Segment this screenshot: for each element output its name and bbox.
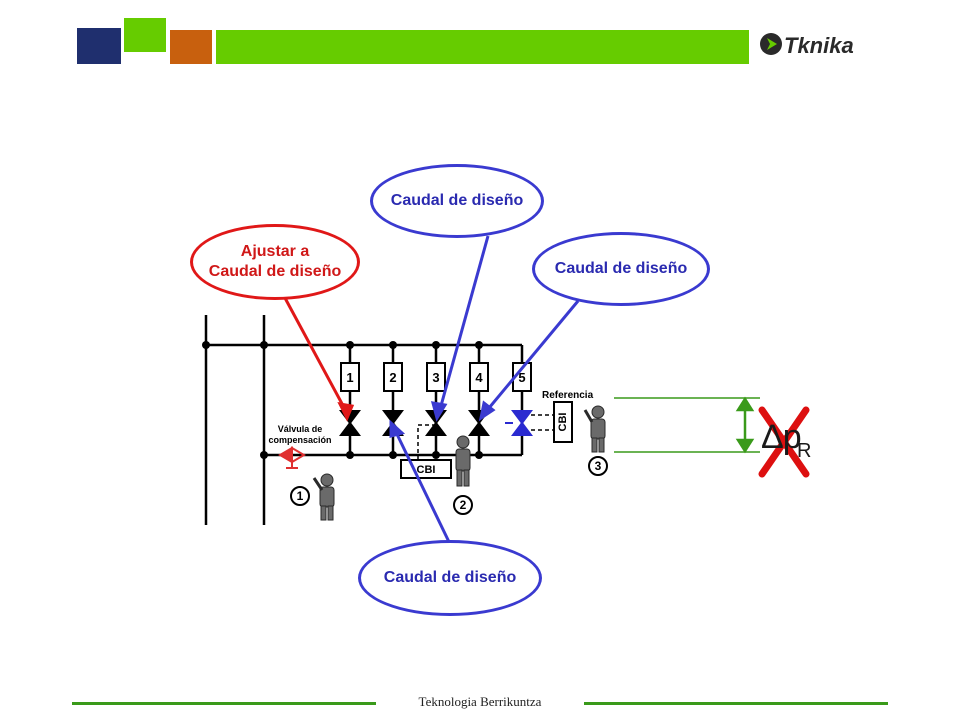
footer-divider-right — [584, 702, 888, 705]
compensation-valve — [278, 446, 306, 469]
header-square-navy — [77, 28, 121, 64]
cbi-box-bottom — [400, 459, 452, 479]
tknika-logo: Tknika — [760, 33, 854, 58]
cross-out-mark — [758, 406, 810, 478]
reference-label: Referencia — [542, 390, 594, 401]
valve-number-3: 3 — [432, 370, 439, 385]
callout-design-flow-right: Caudal de diseño — [532, 232, 710, 306]
valve-number-1: 1 — [346, 370, 353, 385]
callout-bottom-text: Caudal de diseño — [383, 569, 517, 586]
footer-divider-left — [72, 702, 376, 705]
valve-number-2: 2 — [389, 370, 396, 385]
callout-pointer-red — [283, 297, 349, 414]
header-square-green — [124, 18, 166, 52]
pressure-subscript: R — [797, 440, 812, 462]
callout-pointer-right — [482, 300, 580, 415]
callout-adjust: Ajustar a Caudal de diseño — [190, 224, 360, 300]
balancing-valve-5 — [505, 410, 533, 436]
callout-pointer-bottom — [392, 427, 452, 545]
valve-number-4: 4 — [475, 370, 483, 385]
valve-number-5: 5 — [518, 370, 525, 385]
callout-design-flow-bottom: Caudal de diseño — [358, 540, 542, 616]
callout-pointer-top — [437, 235, 490, 414]
operator-number-2: 2 — [460, 498, 467, 512]
operator-number-3: 3 — [595, 459, 602, 473]
header-square-orange — [170, 30, 212, 64]
header-bar — [216, 30, 749, 64]
cbi-label-bottom: CBI — [417, 464, 436, 476]
cbi-label-right: CBI — [557, 413, 569, 432]
logo-text: Tknika — [784, 33, 854, 58]
callout-adjust-text: Ajustar a Caudal de diseño — [208, 243, 342, 280]
callout-design-flow-top: Caudal de diseño — [370, 164, 544, 238]
footer-text: Teknologia Berrikuntza — [418, 694, 542, 709]
callout-top-text: Caudal de diseño — [390, 192, 524, 209]
technician-1 — [312, 473, 335, 521]
callout-right-text: Caudal de diseño — [554, 260, 688, 277]
compensation-label-1: Válvula de — [278, 424, 323, 434]
operator-number-1: 1 — [297, 489, 304, 503]
pressure-arrow — [735, 396, 755, 454]
compensation-label-2: compensación — [268, 435, 331, 445]
cbi-box-right — [553, 401, 573, 443]
technician-3 — [583, 405, 606, 453]
pressure-label: ∆p — [762, 418, 802, 456]
technician-2 — [455, 435, 471, 487]
